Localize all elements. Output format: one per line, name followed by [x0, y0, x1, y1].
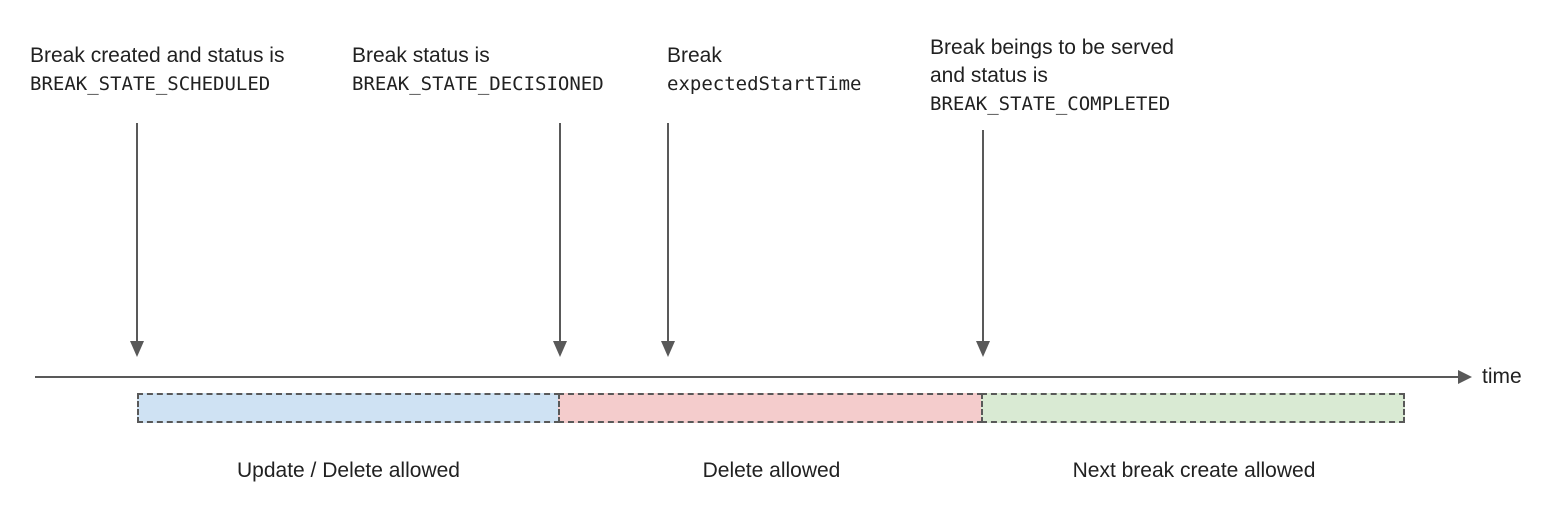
segment-label: Delete allowed [702, 459, 841, 482]
annotation-break-completed: Break beings to be served and status is … [930, 34, 1174, 118]
annotation-text: and status is [930, 64, 1048, 87]
annotation-text: Break created and status is [30, 44, 285, 67]
arrow-head [553, 341, 567, 357]
segment-update-delete-allowed [137, 393, 560, 423]
segment-next-break-create-allowed [981, 393, 1405, 423]
annotation-code: expectedStartTime [667, 73, 862, 95]
annotation-break-scheduled: Break created and status is BREAK_STATE_… [30, 42, 284, 98]
down-arrow-icon [130, 123, 144, 357]
arrow-shaft [136, 123, 138, 341]
arrow-shaft [667, 123, 669, 341]
segment-label: Update / Delete allowed [237, 459, 460, 482]
down-arrow-icon [553, 123, 567, 357]
arrow-head [661, 341, 675, 357]
annotation-expected-start-time: Break expectedStartTime [667, 42, 861, 98]
annotation-text: Break beings to be served [930, 36, 1174, 59]
annotation-text: Break status is [352, 44, 490, 67]
segment-delete-allowed [558, 393, 983, 423]
down-arrow-icon [661, 123, 675, 357]
segment-label: Next break create allowed [1072, 459, 1316, 482]
annotation-code: BREAK_STATE_DECISIONED [352, 73, 604, 95]
arrow-head [130, 341, 144, 357]
break-state-bar [137, 393, 1405, 423]
arrow-shaft [982, 130, 984, 341]
right-arrow-icon [1458, 370, 1472, 384]
annotation-text: Break [667, 44, 722, 67]
down-arrow-icon [976, 130, 990, 357]
time-axis-line [35, 376, 1459, 378]
annotation-code: BREAK_STATE_SCHEDULED [30, 73, 271, 95]
arrow-head [976, 341, 990, 357]
arrow-shaft [559, 123, 561, 341]
time-axis-label: time [1482, 365, 1522, 388]
annotation-break-decisioned: Break status is BREAK_STATE_DECISIONED [352, 42, 604, 98]
annotation-code: BREAK_STATE_COMPLETED [930, 93, 1171, 115]
